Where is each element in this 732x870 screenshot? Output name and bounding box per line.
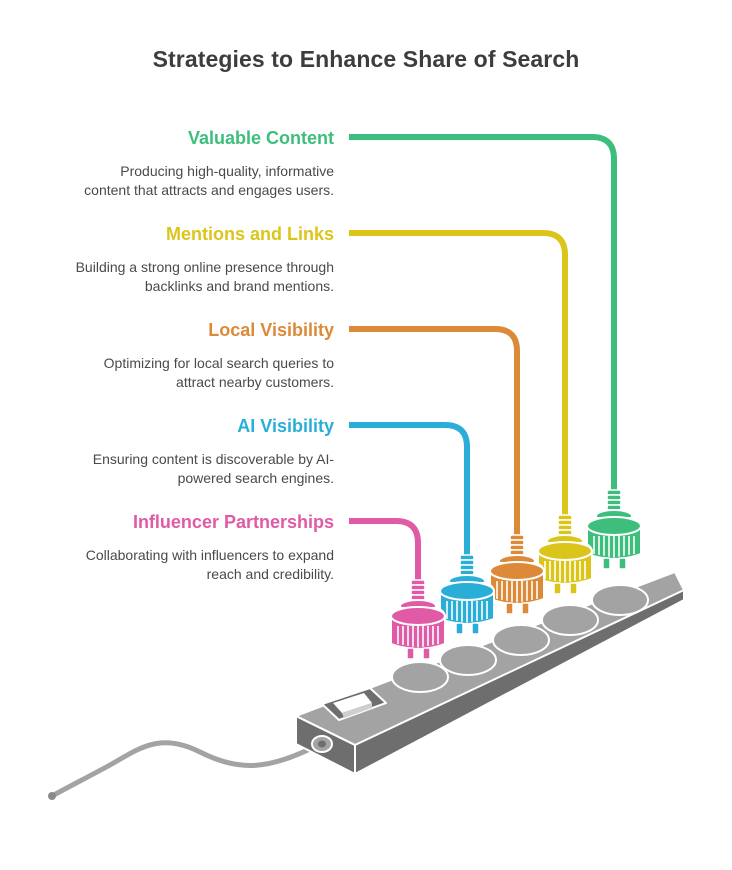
plug-prong [569, 582, 578, 595]
cable-ai-visibility [349, 422, 470, 555]
strategy-description: Ensuring content is discoverable by AI- … [34, 450, 334, 488]
description-line: attract nearby customers. [176, 374, 334, 390]
strategy-title: Mentions and Links [165, 224, 334, 244]
strategy-local-visibility: Local Visibility Optimizing for local se… [34, 319, 334, 392]
plug-face [537, 541, 593, 561]
strategy-influencer-partnerships: Influencer Partnerships Collaborating wi… [34, 511, 334, 584]
plug-face [439, 581, 495, 601]
plug-prong [553, 582, 562, 595]
socket [492, 624, 550, 656]
plug-prong [602, 557, 611, 570]
cable-outline-valuable-content [349, 132, 619, 490]
socket [391, 661, 449, 693]
cable-influencer-partnerships [349, 518, 421, 580]
plug-face [489, 561, 545, 581]
description-line: Building a strong online presence throug… [75, 259, 334, 275]
strategy-title: Valuable Content [187, 128, 334, 148]
strategy-title: Local Visibility [208, 320, 334, 340]
strategy-title: Influencer Partnerships [132, 512, 334, 532]
cord-connector [311, 735, 333, 753]
strategy-description: Building a strong online presence throug… [34, 258, 334, 296]
description-line: backlinks and brand mentions. [144, 278, 334, 294]
cable-outline-local-visibility [349, 324, 522, 535]
strategy-mentions-and-links: Mentions and Links Building a strong onl… [34, 223, 334, 296]
socket [541, 604, 599, 636]
plug-face [390, 606, 446, 626]
socket [591, 584, 649, 616]
description-line: Ensuring content is discoverable by AI- [92, 451, 334, 467]
strategy-description: Producing high-quality, informative cont… [34, 162, 334, 200]
plug-prong [521, 602, 530, 615]
plug-mentions-and-links [537, 514, 593, 595]
plug-local-visibility [489, 534, 545, 615]
plug-valuable-content [586, 489, 642, 570]
description-line: Producing high-quality, informative [120, 163, 334, 179]
power-cord [49, 740, 323, 799]
plug-influencer-partnerships [390, 579, 446, 660]
page-title: Strategies to Enhance Share of Search [152, 46, 580, 72]
cable-outline-influencer-partnerships [349, 516, 423, 580]
plug-prong [471, 622, 480, 635]
description-line: Optimizing for local search queries to [103, 355, 334, 371]
plug-ai-visibility [439, 554, 495, 635]
strategy-title: AI Visibility [237, 416, 334, 436]
outlet-sockets [391, 584, 649, 693]
cable-local-visibility [349, 326, 520, 535]
strategy-ai-visibility: AI Visibility Ensuring content is discov… [34, 415, 334, 488]
plug-prong [422, 647, 431, 660]
socket [439, 644, 497, 676]
cable-outline-mentions-and-links [349, 228, 570, 515]
plug-prong [618, 557, 627, 570]
cable-outline-ai-visibility [349, 420, 472, 555]
plugs [390, 489, 642, 660]
strategy-description: Collaborating with influencers to expand… [34, 546, 334, 584]
plug-prong [406, 647, 415, 660]
strategy-valuable-content: Valuable Content Producing high-quality,… [34, 127, 334, 200]
plug-face [586, 516, 642, 536]
description-line: content that attracts and engages users. [84, 182, 334, 198]
cable-valuable-content [349, 134, 617, 490]
cord-end [48, 792, 56, 800]
description-line: powered search engines. [177, 470, 334, 486]
power-switch [321, 687, 387, 721]
description-line: Collaborating with influencers to expand [85, 547, 334, 563]
strategy-description: Optimizing for local search queries to a… [34, 354, 334, 392]
plug-prong [455, 622, 464, 635]
cable-mentions-and-links [349, 230, 568, 515]
description-line: reach and credibility. [206, 566, 334, 582]
cables [349, 132, 619, 580]
plug-prong [505, 602, 514, 615]
